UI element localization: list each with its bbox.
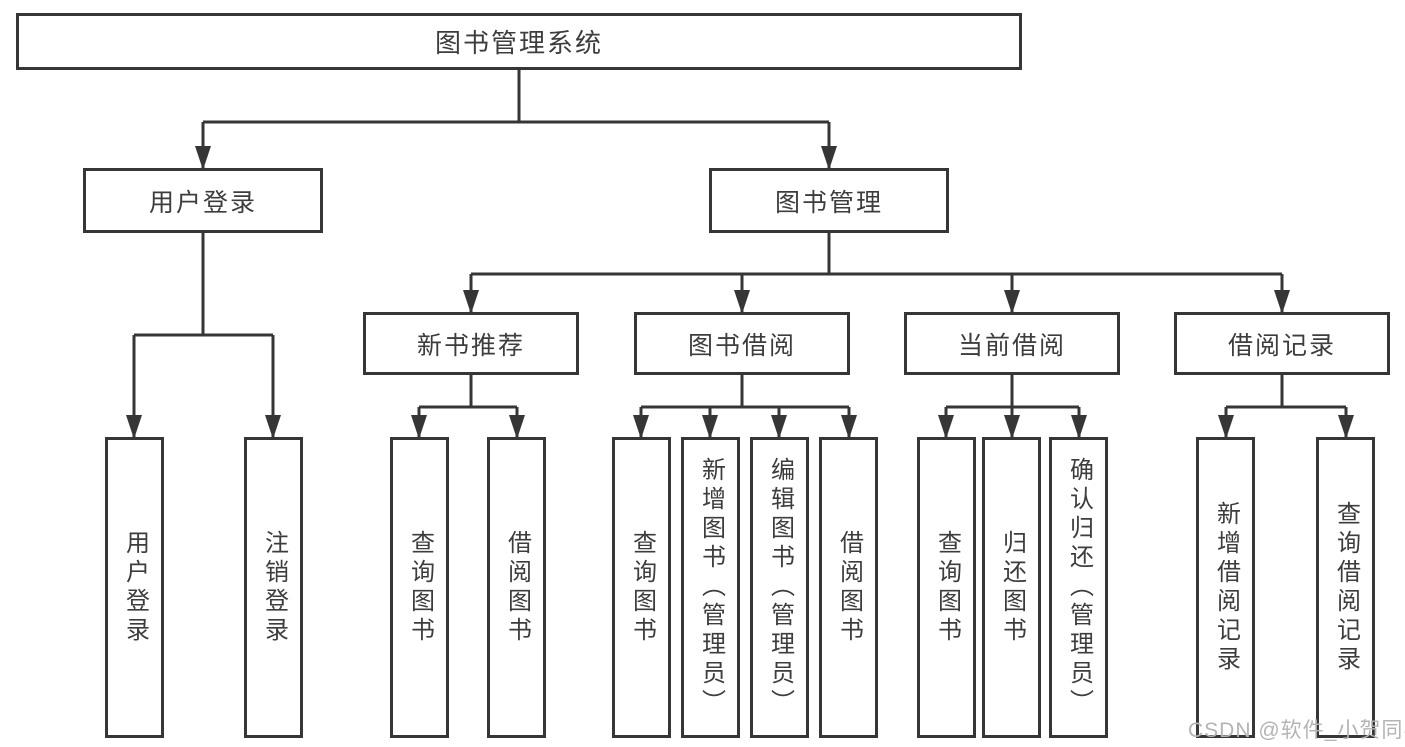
- node-new-book-recommend: 新书推荐: [363, 312, 579, 375]
- leaf-query-books: 查询图书: [390, 437, 449, 738]
- leaf-user-login: 用户登录: [105, 437, 164, 738]
- leaf-borrow-books: 借阅图书: [819, 437, 878, 738]
- leaf-return-books: 归还图书: [982, 437, 1041, 738]
- connector-stems: [201, 70, 1284, 407]
- leaf-query-books: 查询图书: [612, 437, 671, 738]
- node-borrow-records: 借阅记录: [1174, 312, 1390, 375]
- node-current-borrow: 当前借阅: [904, 312, 1120, 375]
- connector-bars: [134, 120, 1346, 409]
- node-user-login: 用户登录: [83, 168, 323, 233]
- leaf-confirm-return-admin: 确认归还（管理员）: [1049, 437, 1108, 738]
- leaf-borrow-books: 借阅图书: [487, 437, 546, 738]
- leaf-add-borrow-record: 新增借阅记录: [1196, 437, 1255, 738]
- leaf-logout: 注销登录: [244, 437, 303, 738]
- leaf-edit-books-admin: 编辑图书（管理员）: [750, 437, 809, 738]
- leaf-add-books-admin: 新增图书（管理员）: [681, 437, 740, 738]
- node-book-borrow: 图书借阅: [634, 312, 850, 375]
- node-book-management: 图书管理: [709, 168, 949, 233]
- leaf-query-borrow-record: 查询借阅记录: [1316, 437, 1375, 738]
- watermark-text: CSDN @软件_小贺同学: [1188, 719, 1405, 742]
- node-root: 图书管理系统: [16, 13, 1022, 70]
- leaf-query-books: 查询图书: [917, 437, 976, 738]
